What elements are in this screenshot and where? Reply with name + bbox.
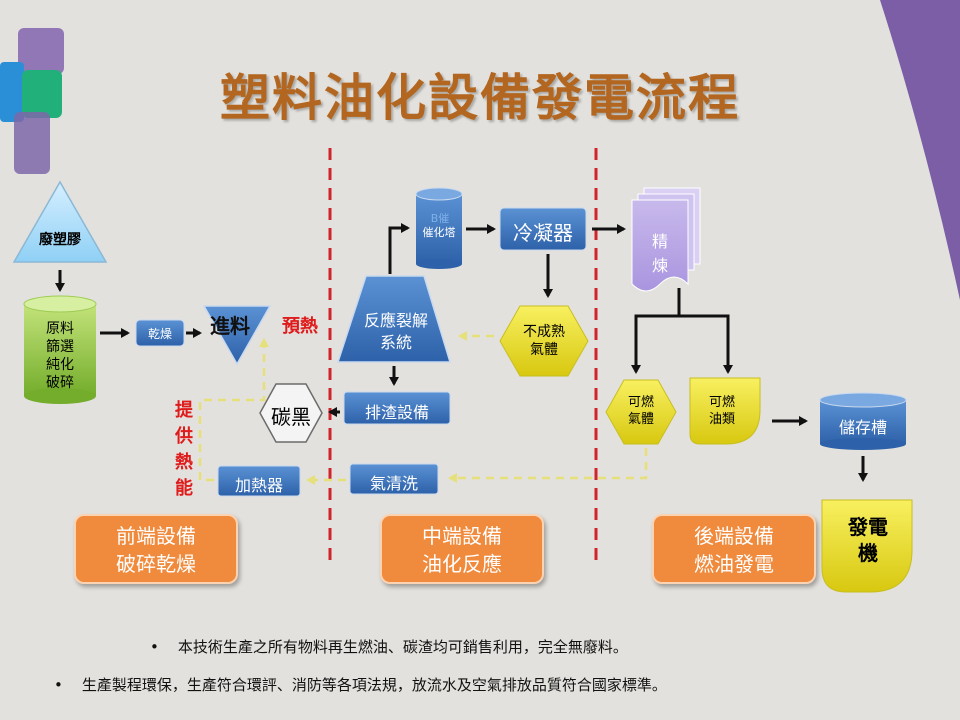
catalyst-tower-label: 催化塔 xyxy=(422,226,456,239)
drying-label: 乾燥 xyxy=(147,327,172,341)
bullet-dot: • xyxy=(54,676,82,694)
drying-box xyxy=(135,319,185,347)
gas-cleaning-label: 氣清洗 xyxy=(369,474,418,493)
gas-cleaning-box xyxy=(349,463,439,495)
storage-tank-label: 儲存槽 xyxy=(838,418,887,437)
raw-material-label: 原料 篩選 純化 破碎 xyxy=(46,321,74,391)
combustible-oil-shape xyxy=(689,377,761,445)
carbon-black-hexagon xyxy=(259,383,323,443)
stage-front-box: 前端設備 破碎乾燥 xyxy=(74,514,238,584)
raw-material-cylinder xyxy=(23,295,97,404)
refining-label: 精 煉 xyxy=(651,232,668,275)
page-title: 塑料油化設備發電流程 xyxy=(220,69,740,127)
generator-shape xyxy=(821,499,913,593)
bullet-item: • 生產製程環保，生產符合環評、消防等各項法規，放流水及空氣排放品質符合國家標準… xyxy=(54,676,667,694)
waste-plastic-label: 廢塑膠 xyxy=(39,232,81,248)
reactor-label: 反應裂解 系統 xyxy=(363,311,428,352)
slag-discharge-box xyxy=(343,391,451,425)
feed-funnel xyxy=(202,305,272,366)
stage-middle-box: 中端設備 油化反應 xyxy=(380,514,544,584)
decor-squares xyxy=(0,28,64,174)
condenser-box xyxy=(499,207,587,251)
catalyst-tower-top-label: B催 xyxy=(430,212,450,225)
decor-purple-wedge xyxy=(880,0,960,300)
heater-box xyxy=(217,465,301,497)
bullet-item: • 本技術生產之所有物料再生燃油、碳渣均可銷售利用，完全無廢料。 xyxy=(150,638,628,656)
heat-supply-label: 提 供 熱 能 xyxy=(175,400,193,499)
stage-back-box: 後端設備 燃油發電 xyxy=(652,514,816,584)
combustible-gas-hexagon xyxy=(605,379,677,445)
refining-documents xyxy=(631,187,701,292)
storage-tank-cylinder xyxy=(819,392,907,450)
preheat-label: 預熱 xyxy=(282,316,318,337)
waste-plastic-triangle xyxy=(12,180,108,263)
catalyst-tower-cylinder xyxy=(415,187,463,269)
slag-discharge-label: 排渣設備 xyxy=(364,403,429,422)
bullet-dot: • xyxy=(150,638,178,656)
carbon-black-label: 碳黑 xyxy=(271,405,311,429)
flow-arrows xyxy=(55,223,868,482)
dashed-arrows xyxy=(198,331,648,485)
combustible-oil-label: 可燃 油類 xyxy=(708,395,735,427)
feed-label: 進料 xyxy=(210,314,250,338)
generator-label: 發電 機 xyxy=(848,515,888,565)
heater-label: 加熱器 xyxy=(234,476,283,495)
condenser-label: 冷凝器 xyxy=(513,221,573,245)
uncondensed-gas-label: 不成熟 氣體 xyxy=(523,324,565,358)
combustible-gas-label: 可燃 氣體 xyxy=(627,395,654,427)
uncondensed-gas-hexagon xyxy=(499,305,589,377)
reactor-shape xyxy=(336,275,452,363)
